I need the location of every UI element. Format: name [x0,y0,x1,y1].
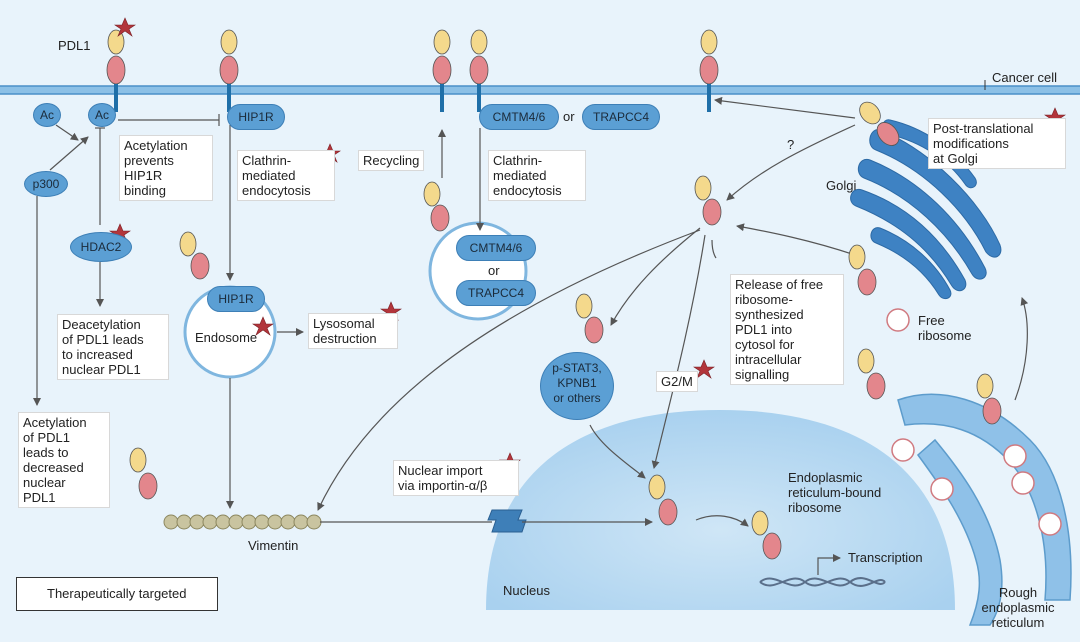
nuclear-pore [487,509,527,533]
release-label: Release of free ribosome- synthesized PD… [730,274,844,385]
pdl1-proteins [106,29,719,112]
rough-er-label: Rough endoplasmic reticulum [981,585,1055,630]
hip1r-pill-top: HIP1R [227,104,285,130]
pstat3-pill: p-STAT3, KPNB1 or others [540,352,614,420]
vimentin-label: Vimentin [248,538,299,553]
trapcc-pill-vesicle: TRAPCC4 [456,280,536,306]
pdl1-label: PDL1 [58,38,91,53]
ac-pill-2: Ac [88,103,116,127]
deacetylation-label: Deacetylation of PDL1 leads to increased… [57,314,169,380]
star-icon [114,17,136,37]
hdac2-pill: HDAC2 [70,232,132,262]
clathrin-label-1: Clathrin- mediated endocytosis [237,150,335,201]
or-label-vesicle: or [488,263,500,278]
vimentin-filament [163,514,322,530]
cancer-cell-label: Cancer cell [992,70,1058,85]
dna-helix [759,577,886,587]
endosome-label: Endosome [195,330,258,345]
hip1r-pill-endosome: HIP1R [207,286,265,312]
er-ribosomes [891,438,1062,536]
post-translational-label: Post-translational modifications at Golg… [928,118,1066,169]
clathrin-label-2: Clathrin- mediated endocytosis [488,150,586,201]
acetylation-pdl1-label: Acetylation of PDL1 leads to decreased n… [18,412,110,508]
question-label: ? [787,137,795,152]
star-icon [252,316,274,336]
free-ribosome-label: Free ribosome [918,313,972,343]
p300-pill: p300 [24,171,68,197]
or-label-top: or [563,109,575,124]
golgi-label: Golgi [826,178,857,193]
nucleus [486,410,955,610]
ac-pill-1: Ac [33,103,61,127]
pdl1-cytosolic [129,101,1002,560]
nucleus-label: Nucleus [503,583,550,598]
g2m-label: G2/M [656,371,698,392]
lysosomal-label: Lysosomal destruction [308,313,398,349]
star-icon [693,359,715,379]
legend: Therapeutically targeted [16,577,218,611]
cmtm-pill-top: CMTM4/6 [479,104,559,130]
cell-membrane [0,86,1080,94]
nuclear-import-label: Nuclear import via importin-α/β [393,460,519,496]
acetylation-prevents-label: Acetylation prevents HIP1R binding [119,135,213,201]
er-ribosome-label: Endoplasmic reticulum-bound ribosome [788,470,882,515]
transcription-label: Transcription [848,550,923,565]
recycling-label: Recycling [358,150,425,171]
legend-text: Therapeutically targeted [47,586,187,601]
trapcc-pill-top: TRAPCC4 [582,104,660,130]
free-ribosome [886,308,910,332]
cmtm-pill-vesicle: CMTM4/6 [456,235,536,261]
